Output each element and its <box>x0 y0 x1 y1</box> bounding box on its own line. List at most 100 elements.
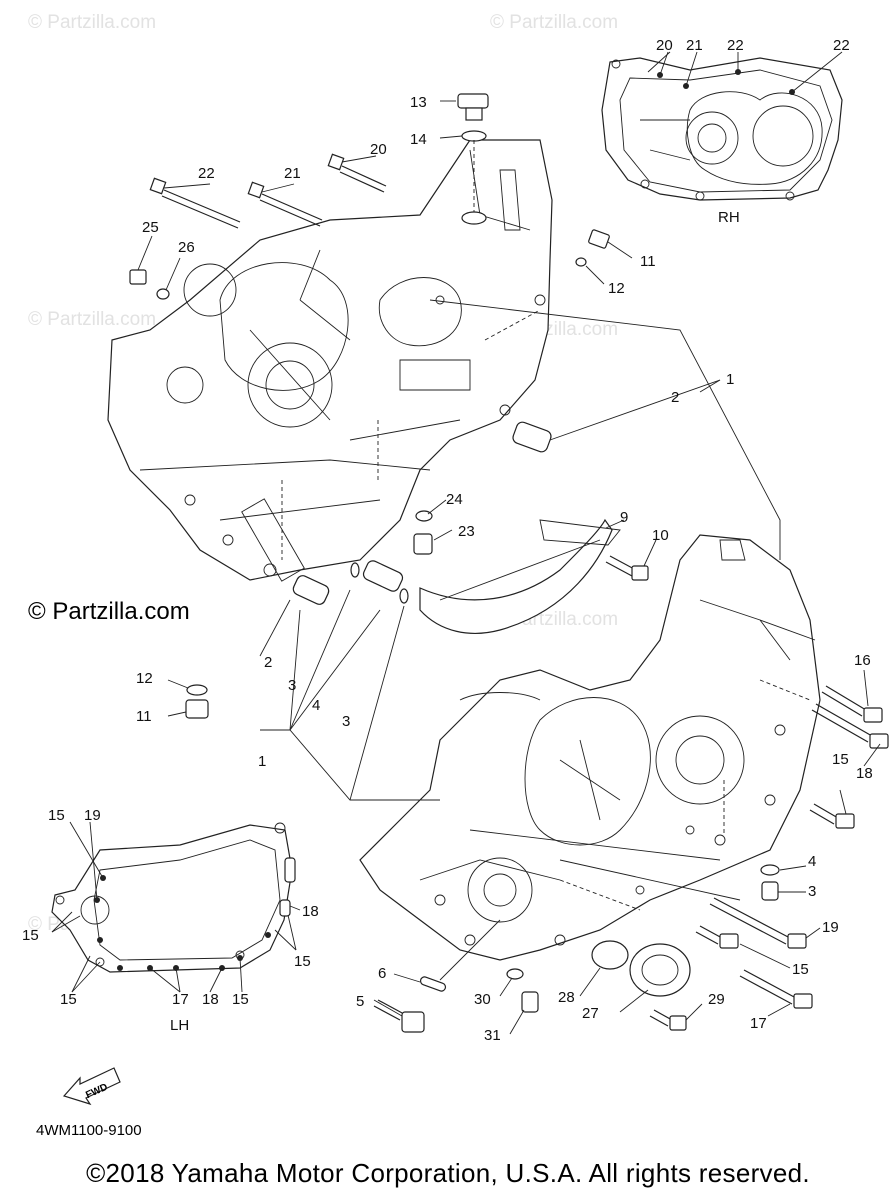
callout-24: 24 <box>446 491 463 508</box>
dowel-2-lower <box>292 575 330 605</box>
watermark: © Partzilla.com <box>28 12 156 33</box>
callout-22: 22 <box>727 37 744 54</box>
callout-3: 3 <box>808 883 816 900</box>
bolt-15 <box>809 803 855 829</box>
callout-20: 20 <box>370 141 387 158</box>
bolt-3 <box>761 881 779 901</box>
o-ring-3 <box>399 588 409 604</box>
watermark: © Partzilla.com <box>28 309 156 330</box>
callout-21: 21 <box>284 165 301 182</box>
callout-17: 17 <box>750 1015 767 1032</box>
plug-seat <box>461 211 487 225</box>
callout-8: 10 <box>652 527 669 544</box>
callout-15: 15 <box>294 953 311 970</box>
callout-29: 29 <box>708 991 725 1008</box>
rh-crankcase-inset <box>601 51 843 201</box>
lh-crankcase-inset <box>51 821 301 993</box>
bolt-15 <box>695 925 739 949</box>
callout-30: 30 <box>474 991 491 1008</box>
o-ring-14 <box>461 130 487 142</box>
callout-20: 20 <box>656 37 673 54</box>
cover-27 <box>629 943 691 997</box>
leader-lines <box>137 100 881 1035</box>
bolt-8 <box>605 555 649 581</box>
o-ring-28 <box>591 940 629 970</box>
callout-13: 13 <box>410 94 427 111</box>
callout-1: 1 <box>258 753 266 770</box>
callout-18: 18 <box>856 765 873 782</box>
watermark: © Partzilla.com <box>490 12 618 33</box>
lh-label: LH <box>170 1017 189 1034</box>
callout-15: 15 <box>60 991 77 1008</box>
side-copyright: © Partzilla.com <box>28 598 190 625</box>
bolt-17 <box>739 969 813 1009</box>
callout-2: 2 <box>671 389 679 406</box>
callout-3: 3 <box>342 713 350 730</box>
callout-15: 15 <box>22 927 39 944</box>
callout-15: 15 <box>792 961 809 978</box>
footer-copyright: ©2018 Yamaha Motor Corporation, U.S.A. A… <box>86 1158 810 1188</box>
callout-25: 25 <box>142 219 159 236</box>
bolt-9 <box>588 229 610 249</box>
bolt-21 <box>247 181 323 227</box>
callout-21: 21 <box>686 37 703 54</box>
callout-18: 18 <box>302 903 319 920</box>
callout-28: 28 <box>558 989 575 1006</box>
bolt-23 <box>413 533 433 555</box>
pin-6 <box>419 976 447 992</box>
bolt-29 <box>649 1009 687 1031</box>
callout-4: 4 <box>808 853 816 870</box>
baffle-plate-7 <box>419 518 621 634</box>
callout-12: 12 <box>136 670 153 687</box>
callout-22: 22 <box>833 37 850 54</box>
plug-31 <box>521 991 539 1013</box>
callout-6: 6 <box>378 965 386 982</box>
pipe-4 <box>362 560 404 592</box>
callout-5: 5 <box>356 993 364 1010</box>
callout-18: 18 <box>202 991 219 1008</box>
bolt-11 <box>185 699 209 719</box>
bolt-19 <box>709 897 807 949</box>
forward-arrow-icon: FWD <box>62 1067 121 1106</box>
callout-15: 15 <box>232 991 249 1008</box>
callout-27: 27 <box>582 1005 599 1022</box>
callout-22: 22 <box>198 165 215 182</box>
callout-4: 4 <box>312 697 320 714</box>
callout-15: 15 <box>48 807 65 824</box>
callout-17: 17 <box>172 991 189 1008</box>
callout-2: 2 <box>264 654 272 671</box>
o-ring-3 <box>350 562 360 578</box>
callout-3: 3 <box>288 677 296 694</box>
bolt-22 <box>149 177 241 229</box>
washer-4 <box>760 864 780 876</box>
callout-7: 9 <box>620 509 628 526</box>
callout-26: 26 <box>178 239 195 256</box>
rh-label: RH <box>718 209 740 226</box>
callout-19: 19 <box>822 919 839 936</box>
dowel-2 <box>512 421 552 453</box>
bolt-16 <box>821 685 883 723</box>
bolt-18 <box>811 703 889 749</box>
diagram-code: 4WM1100-9100 <box>36 1122 142 1139</box>
washer-10 <box>575 257 587 267</box>
washer-12 <box>186 684 208 696</box>
washer-26 <box>156 288 170 300</box>
callout-16: 16 <box>854 652 871 669</box>
callout-23: 23 <box>458 523 475 540</box>
callout-19: 19 <box>84 807 101 824</box>
left-crankcase-half <box>107 139 553 582</box>
callout-11: 11 <box>136 708 152 725</box>
callout-1: 1 <box>726 371 734 388</box>
callout-14: 14 <box>410 131 427 148</box>
washer-30 <box>506 968 524 980</box>
callout-10: 12 <box>608 280 625 297</box>
bolt-20 <box>327 153 387 193</box>
bolt-5 <box>373 999 425 1033</box>
callout-9: 11 <box>640 253 656 270</box>
callout-31: 31 <box>484 1027 501 1044</box>
callout-15: 15 <box>832 751 849 768</box>
plug-13 <box>457 93 489 121</box>
right-crankcase-half <box>359 534 821 961</box>
bolt-25 <box>129 269 147 285</box>
